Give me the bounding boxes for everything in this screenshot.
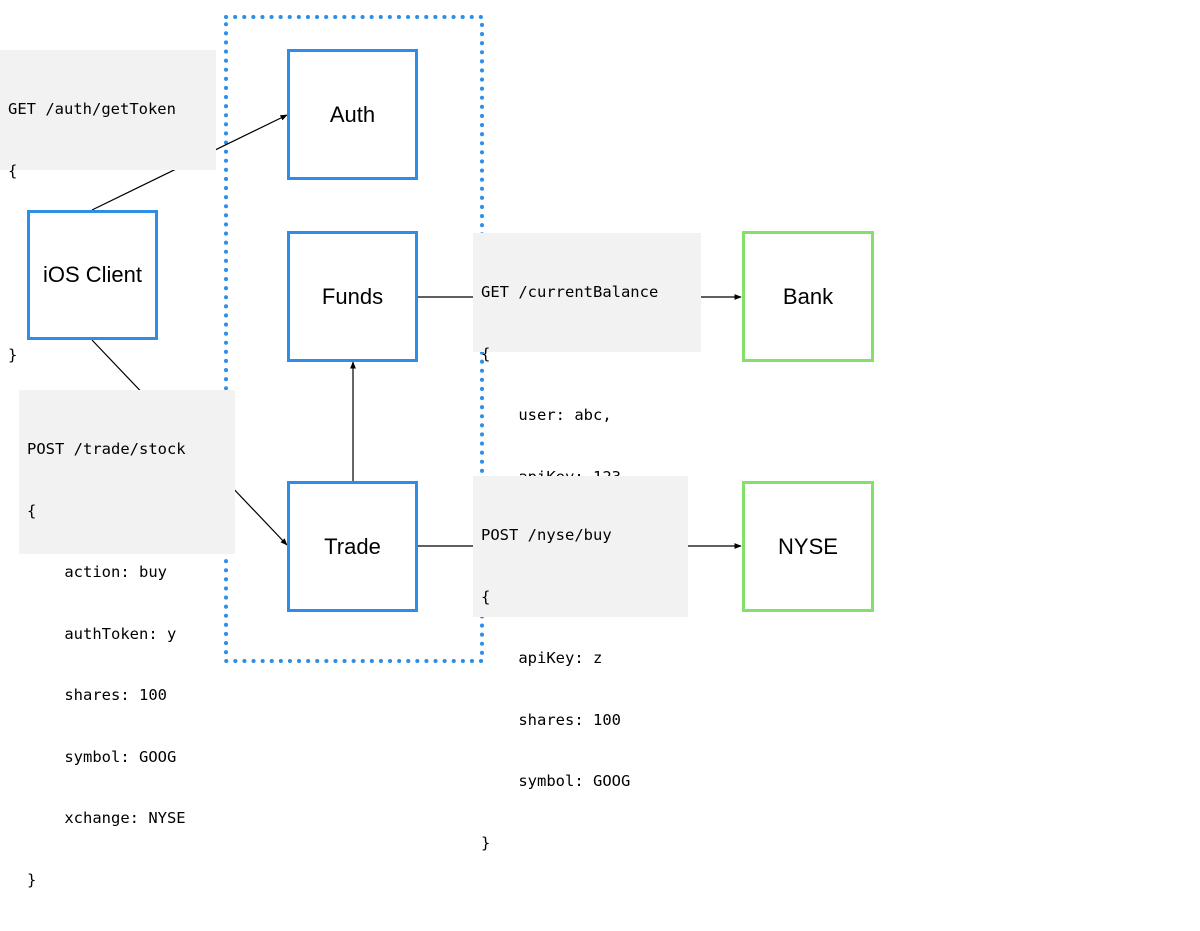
bank-node: Bank [742, 231, 874, 362]
request-line: shares: 100 [27, 686, 167, 704]
nyse-node: NYSE [742, 481, 874, 612]
request-line: user: abc, [481, 406, 612, 424]
request-line: GET /auth/getToken [8, 100, 176, 118]
request-line: } [27, 870, 37, 889]
request-line: POST /nyse/buy [481, 526, 612, 544]
request-line: apiKey: z [481, 649, 603, 667]
request-line: POST /trade/stock [27, 440, 186, 458]
request-line: { [27, 501, 37, 520]
request-line: } [481, 833, 491, 852]
get-token-request: GET /auth/getToken { username: x passwor… [0, 50, 216, 364]
node-label: Bank [782, 283, 834, 309]
request-line: } [8, 346, 18, 364]
auth-service-node: Auth [287, 49, 418, 180]
architecture-diagram: GET /auth/getToken { username: x passwor… [0, 15, 874, 889]
request-line: authToken: y [27, 624, 177, 643]
request-line: { [481, 587, 491, 606]
funds-service-node: Funds [287, 231, 418, 362]
node-label: Funds [321, 283, 384, 309]
request-line: action: buy [27, 563, 167, 581]
request-line: { [8, 161, 18, 180]
request-line: GET /currentBalance [481, 283, 659, 301]
request-line: shares: 100 [481, 710, 621, 729]
ios-client-node: iOS Client [27, 210, 158, 340]
request-line: symbol: GOOG [481, 772, 631, 790]
trade-service-node: Trade [287, 481, 418, 612]
request-line: { [481, 344, 491, 363]
trade-stock-request: POST /trade/stock { action: buy authToke… [19, 390, 235, 889]
request-line: xchange: NYSE [27, 809, 186, 827]
node-label: iOS Client [42, 262, 143, 287]
request-line: symbol: GOOG [27, 747, 177, 766]
nyse-buy-request: POST /nyse/buy { apiKey: z shares: 100 s… [473, 476, 688, 852]
node-label: Auth [329, 101, 376, 127]
current-balance-request: GET /currentBalance { user: abc, apiKey:… [473, 233, 701, 547]
node-label: NYSE [778, 533, 838, 559]
node-label: Trade [324, 533, 381, 559]
